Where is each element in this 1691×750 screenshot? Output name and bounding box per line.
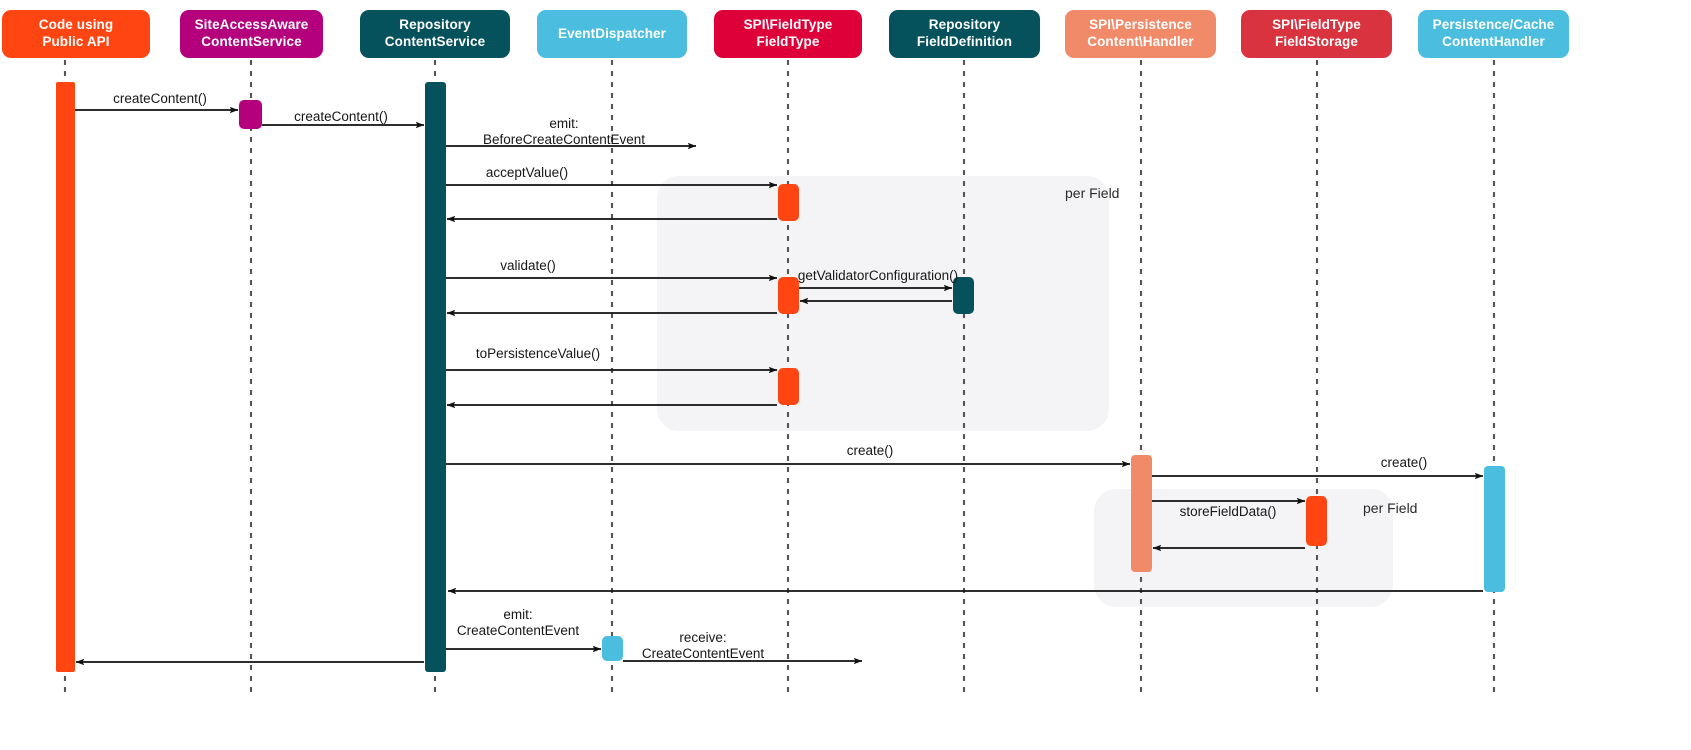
activation-act-ft-validate	[778, 277, 799, 314]
message-label-m1: createContent()	[113, 91, 207, 106]
messages-layer	[75, 106, 1484, 666]
activation-act-ft-accept	[778, 184, 799, 221]
activation-act-persist-create	[1131, 455, 1152, 572]
actor-spi-fieldstorage[interactable]: SPI\FieldType FieldStorage	[1241, 10, 1392, 58]
frame-label-per-field-2: per Field	[1363, 500, 1418, 516]
actor-repo-fielddef[interactable]: Repository FieldDefinition	[889, 10, 1040, 58]
actor-label: Repository FieldDefinition	[916, 17, 1013, 49]
actor-label: SiteAccessAware ContentService	[194, 17, 309, 49]
message-label-m6: validate()	[500, 258, 556, 273]
actor-label: Persistence/Cache ContentHandler	[1432, 17, 1555, 49]
activation-act-fieldstorage	[1306, 496, 1327, 546]
actor-public-api[interactable]: Code using Public API	[2, 10, 150, 58]
message-label-m14: storeFieldData()	[1179, 504, 1277, 519]
message-label-m17: emit: CreateContentEvent	[456, 607, 580, 639]
message-label-m3: emit: BeforeCreateContentEvent	[482, 116, 646, 148]
actor-spi-persist[interactable]: SPI\Persistence Content\Handler	[1065, 10, 1216, 58]
actor-event-dispatcher[interactable]: EventDispatcher	[537, 10, 687, 58]
activation-act-fd-validator	[953, 277, 974, 314]
activation-act-ft-topersistence	[778, 368, 799, 405]
activation-act-dispatcher	[602, 636, 623, 661]
activation-act-cache-create	[1484, 466, 1505, 592]
frames-layer	[657, 176, 1393, 607]
actor-label: Code using Public API	[38, 17, 114, 49]
activation-act-public-api	[56, 82, 75, 672]
actor-persistence-cache[interactable]: Persistence/Cache ContentHandler	[1418, 10, 1569, 58]
message-label-m7: getValidatorConfiguration()	[797, 268, 959, 283]
message-label-m2: createContent()	[294, 109, 388, 124]
message-label-m18: receive: CreateContentEvent	[641, 630, 765, 662]
actor-label: SPI\FieldType FieldStorage	[1272, 17, 1361, 49]
message-label-m10: toPersistenceValue()	[475, 346, 601, 361]
actor-label: Repository ContentService	[384, 17, 486, 49]
actor-spi-fieldtype[interactable]: SPI\FieldType FieldType	[714, 10, 862, 58]
actor-siteaccessaware[interactable]: SiteAccessAware ContentService	[180, 10, 323, 58]
activation-act-siteaccessaware	[239, 100, 262, 129]
activations-layer	[56, 82, 1505, 672]
message-label-m4: acceptValue()	[485, 165, 569, 180]
message-label-m13: create()	[1380, 455, 1428, 470]
actor-repo-content[interactable]: Repository ContentService	[360, 10, 510, 58]
frame-label-per-field-1: per Field	[1065, 185, 1120, 201]
actor-label: EventDispatcher	[557, 25, 667, 41]
frame-per-field-1	[657, 176, 1109, 431]
actor-label: SPI\FieldType FieldType	[743, 17, 833, 49]
activation-act-repo-content	[425, 82, 446, 672]
actor-label: SPI\Persistence Content\Handler	[1087, 17, 1194, 49]
message-label-m12: create()	[846, 443, 894, 458]
